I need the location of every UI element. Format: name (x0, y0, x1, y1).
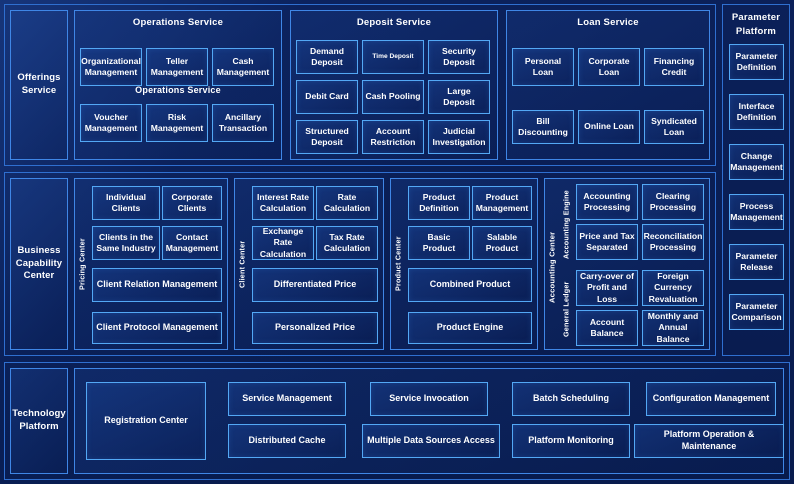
sidebar-title-line2: Platform (735, 26, 777, 37)
card-personal-loan[interactable]: Personal Loan (512, 48, 574, 86)
card-change-management[interactable]: Change Management (729, 144, 784, 180)
group-title-deposit-service: Deposit Service (356, 17, 432, 28)
card-organizational-management[interactable]: Organizational Management (80, 48, 142, 86)
card-configuration-management[interactable]: Configuration Management (646, 382, 776, 416)
card-parameter-release[interactable]: Parameter Release (729, 244, 784, 280)
card-clearing-processing[interactable]: Clearing Processing (642, 184, 704, 220)
card-monthly-annual-balance[interactable]: Monthly and Annual Balance (642, 310, 704, 346)
lane-label-text: Offerings Service (17, 72, 61, 96)
card-online-loan[interactable]: Online Loan (578, 110, 640, 144)
card-bill-discounting[interactable]: Bill Discounting (512, 110, 574, 144)
row-technology-platform (4, 362, 790, 480)
card-interest-rate-calculation[interactable]: Interest Rate Calculation (252, 186, 314, 220)
card-corporate-loan[interactable]: Corporate Loan (578, 48, 640, 86)
card-teller-management[interactable]: Teller Management (146, 48, 208, 86)
card-demand-deposit[interactable]: Demand Deposit (296, 40, 358, 74)
card-tax-rate-calculation[interactable]: Tax Rate Calculation (316, 226, 378, 260)
row-business-capability-center (4, 172, 716, 356)
sidebar-parameter-platform (722, 4, 790, 356)
card-parameter-definition[interactable]: Parameter Definition (729, 44, 784, 80)
vlabel-client-center: Client Center (237, 240, 247, 288)
card-carry-over-profit-loss[interactable]: Carry-over of Profit and Loss (576, 270, 638, 306)
vlabel-accounting-center: Accounting Center (547, 231, 557, 303)
row-offerings-service (4, 4, 716, 166)
sidebar-title-line1: Parameter (731, 12, 781, 23)
card-judicial-investigation[interactable]: Judicial Investigation (428, 120, 490, 154)
card-platform-operation-maintenance[interactable]: Platform Operation & Maintenance (634, 424, 784, 458)
card-syndicated-loan[interactable]: Syndicated Loan (644, 110, 704, 144)
card-accounting-processing[interactable]: Accounting Processing (576, 184, 638, 220)
card-differentiated-price[interactable]: Differentiated Price (252, 268, 378, 302)
card-product-engine[interactable]: Product Engine (408, 312, 532, 344)
card-exchange-rate-calculation[interactable]: Exchange Rate Calculation (252, 226, 314, 260)
lane-label-text: Technology Platform (12, 408, 66, 432)
card-service-invocation[interactable]: Service Invocation (370, 382, 488, 416)
card-combined-product[interactable]: Combined Product (408, 268, 532, 302)
group-title-loan-service: Loan Service (577, 17, 639, 28)
card-cash-pooling[interactable]: Cash Pooling (362, 80, 424, 114)
card-product-management[interactable]: Product Management (472, 186, 532, 220)
card-corporate-clients[interactable]: Corporate Clients (162, 186, 222, 220)
card-parameter-comparison[interactable]: Parameter Comparison (729, 294, 784, 330)
card-voucher-management[interactable]: Voucher Management (80, 104, 142, 142)
card-interface-definition[interactable]: Interface Definition (729, 94, 784, 130)
card-debit-card[interactable]: Debit Card (296, 80, 358, 114)
card-registration-center[interactable]: Registration Center (86, 382, 206, 460)
card-salable-product[interactable]: Salable Product (472, 226, 532, 260)
group-title-operations-service-overlay: Operations Service (135, 85, 221, 95)
card-foreign-currency-revaluation[interactable]: Foreign Currency Revaluation (642, 270, 704, 306)
lane-label-text: Business Capability Center (15, 244, 63, 282)
group-title-operations-service: Operations Service (132, 17, 224, 28)
vlabel-pricing-center: Pricing Center (77, 238, 87, 290)
card-distributed-cache[interactable]: Distributed Cache (228, 424, 346, 458)
card-client-relation-management[interactable]: Client Relation Management (92, 268, 222, 302)
card-time-deposit[interactable]: Time Deposit (362, 40, 424, 74)
card-client-protocol-management[interactable]: Client Protocol Management (92, 312, 222, 344)
card-price-and-tax-separated[interactable]: Price and Tax Separated (576, 224, 638, 260)
card-ancillary-transaction[interactable]: Ancillary Transaction (212, 104, 274, 142)
card-basic-product[interactable]: Basic Product (408, 226, 470, 260)
card-product-definition[interactable]: Product Definition (408, 186, 470, 220)
vlabel-accounting-engine: Accounting Engine (561, 190, 571, 260)
card-structured-deposit[interactable]: Structured Deposit (296, 120, 358, 154)
vlabel-product-center: Product Center (393, 236, 403, 292)
card-individual-clients[interactable]: Individual Clients (92, 186, 160, 220)
card-contact-management[interactable]: Contact Management (162, 226, 222, 260)
card-batch-scheduling[interactable]: Batch Scheduling (512, 382, 630, 416)
card-process-management[interactable]: Process Management (729, 194, 784, 230)
card-service-management[interactable]: Service Management (228, 382, 346, 416)
card-cash-management[interactable]: Cash Management (212, 48, 274, 86)
lane-label-offerings-service: Offerings Service (10, 10, 68, 160)
card-platform-monitoring[interactable]: Platform Monitoring (512, 424, 630, 458)
card-reconciliation-processing[interactable]: Reconciliation Processing (642, 224, 704, 260)
lane-label-business-capability-center: Business Capability Center (10, 178, 68, 350)
card-large-deposit[interactable]: Large Deposit (428, 80, 490, 114)
card-financing-credit[interactable]: Financing Credit (644, 48, 704, 86)
card-personalized-price[interactable]: Personalized Price (252, 312, 378, 344)
lane-label-technology-platform: Technology Platform (10, 368, 68, 474)
card-security-deposit[interactable]: Security Deposit (428, 40, 490, 74)
card-account-restriction[interactable]: Account Restriction (362, 120, 424, 154)
card-rate-calculation[interactable]: Rate Calculation (316, 186, 378, 220)
card-clients-same-industry[interactable]: Clients in the Same Industry (92, 226, 160, 260)
card-risk-management[interactable]: Risk Management (146, 104, 208, 142)
card-account-balance[interactable]: Account Balance (576, 310, 638, 346)
card-multiple-data-sources-access[interactable]: Multiple Data Sources Access (362, 424, 500, 458)
vlabel-general-ledger: General Ledger (561, 281, 571, 337)
